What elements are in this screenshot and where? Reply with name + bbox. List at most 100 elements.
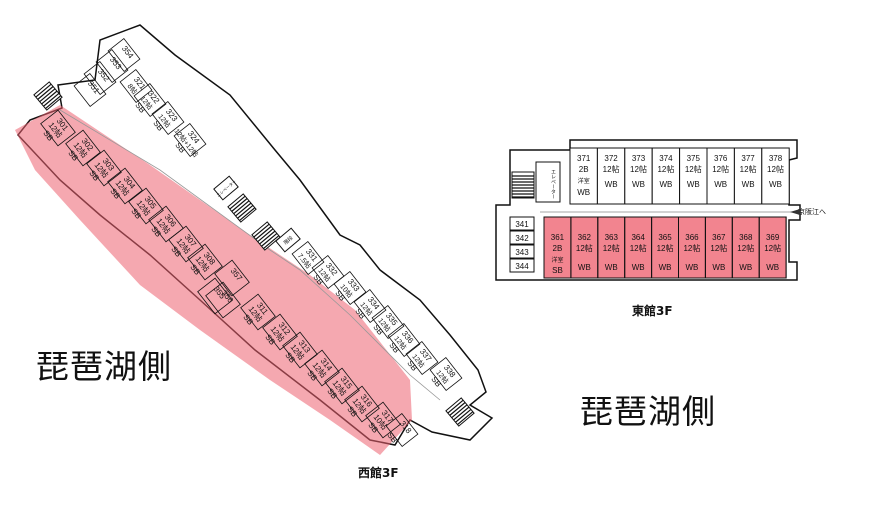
stair-step bbox=[41, 90, 58, 105]
room-number: 375 bbox=[687, 154, 701, 163]
room-box bbox=[119, 69, 153, 103]
room-bath: WB bbox=[739, 263, 752, 272]
room-bath: WB bbox=[605, 263, 618, 272]
room-number: 343 bbox=[515, 248, 529, 257]
room-bath: SB bbox=[552, 266, 563, 275]
east-room-343: 343 bbox=[509, 244, 535, 259]
room-bath: WB bbox=[769, 180, 782, 189]
elevator-box bbox=[213, 175, 239, 201]
room-bath: WB bbox=[632, 180, 645, 189]
stair-step bbox=[449, 402, 466, 416]
room-number: 369 bbox=[766, 233, 780, 242]
room-bath: WB bbox=[659, 180, 672, 189]
room-number: 377 bbox=[741, 154, 755, 163]
room-box bbox=[509, 230, 535, 245]
east-room-344: 344 bbox=[509, 258, 535, 273]
stair-step bbox=[453, 406, 470, 421]
room-number: 374 bbox=[659, 154, 673, 163]
room-box bbox=[197, 277, 233, 315]
room-box bbox=[385, 413, 419, 447]
room-box bbox=[40, 109, 76, 147]
stair-step bbox=[455, 408, 472, 423]
room-number: 365 bbox=[658, 233, 672, 242]
room-box bbox=[205, 281, 241, 319]
west-elevator-2: 階段 bbox=[275, 227, 301, 253]
east-corridor-label: 京阪江へ bbox=[798, 207, 826, 216]
west-stair-se bbox=[445, 397, 475, 427]
room-box bbox=[107, 167, 143, 205]
room-box bbox=[151, 101, 185, 135]
room-box bbox=[73, 73, 107, 107]
stair-step bbox=[45, 95, 62, 110]
east-elevator-label: エレベーター bbox=[550, 169, 556, 199]
room-size: 12帖 bbox=[710, 243, 727, 253]
room-bath: WB bbox=[686, 263, 699, 272]
room-box bbox=[624, 147, 653, 205]
room-box bbox=[651, 147, 681, 205]
room-number: 376 bbox=[714, 154, 728, 163]
room-size: 12帖 bbox=[737, 243, 754, 253]
room-box bbox=[569, 147, 598, 205]
room-box bbox=[387, 323, 421, 357]
stair-step bbox=[35, 83, 52, 98]
east-room-341: 341 bbox=[509, 216, 535, 231]
room-box bbox=[365, 401, 401, 439]
room-size: 12帖 bbox=[576, 243, 593, 253]
room-box bbox=[214, 259, 250, 297]
stair-step bbox=[447, 399, 464, 414]
room-box bbox=[324, 367, 360, 405]
room-bath: WB bbox=[766, 263, 779, 272]
east-room-342: 342 bbox=[509, 230, 535, 245]
room-size: 2B bbox=[579, 165, 589, 174]
room-box bbox=[733, 147, 763, 205]
room-number: 372 bbox=[604, 154, 618, 163]
west-stair-mid-2 bbox=[251, 221, 281, 251]
stair-step bbox=[229, 195, 246, 210]
room-box bbox=[509, 258, 535, 273]
room-number: 344 bbox=[515, 262, 529, 271]
stair-step bbox=[239, 207, 256, 222]
west-floor-label: 西館3F bbox=[358, 466, 399, 480]
room-number: 378 bbox=[769, 154, 783, 163]
room-box bbox=[429, 357, 463, 391]
stair-step bbox=[43, 92, 60, 107]
west-corridor-line bbox=[59, 109, 441, 401]
room-size: 12帖 bbox=[764, 243, 781, 253]
room-size: 12帖 bbox=[630, 243, 647, 253]
room-box bbox=[187, 243, 223, 281]
stair-step bbox=[457, 411, 474, 426]
west-stair-mid bbox=[227, 193, 257, 223]
room-box bbox=[86, 149, 122, 187]
east-stair bbox=[511, 171, 535, 199]
room-number: 367 bbox=[712, 233, 726, 242]
lake-side-label-west: 琵琶湖側 bbox=[36, 347, 172, 386]
room-box bbox=[405, 341, 439, 375]
room-size: 12帖 bbox=[603, 164, 620, 174]
room-number: 373 bbox=[632, 154, 646, 163]
room-box bbox=[509, 244, 535, 259]
room-bath: WB bbox=[578, 263, 591, 272]
room-box bbox=[371, 305, 405, 339]
west-stair-label: 階段 bbox=[282, 234, 294, 246]
stair-step bbox=[235, 202, 252, 217]
room-size: 12帖 bbox=[657, 164, 674, 174]
east-wing: エレベーター京阪江へ3712B洋室WB37212帖WB37312帖WB37412… bbox=[495, 139, 826, 281]
